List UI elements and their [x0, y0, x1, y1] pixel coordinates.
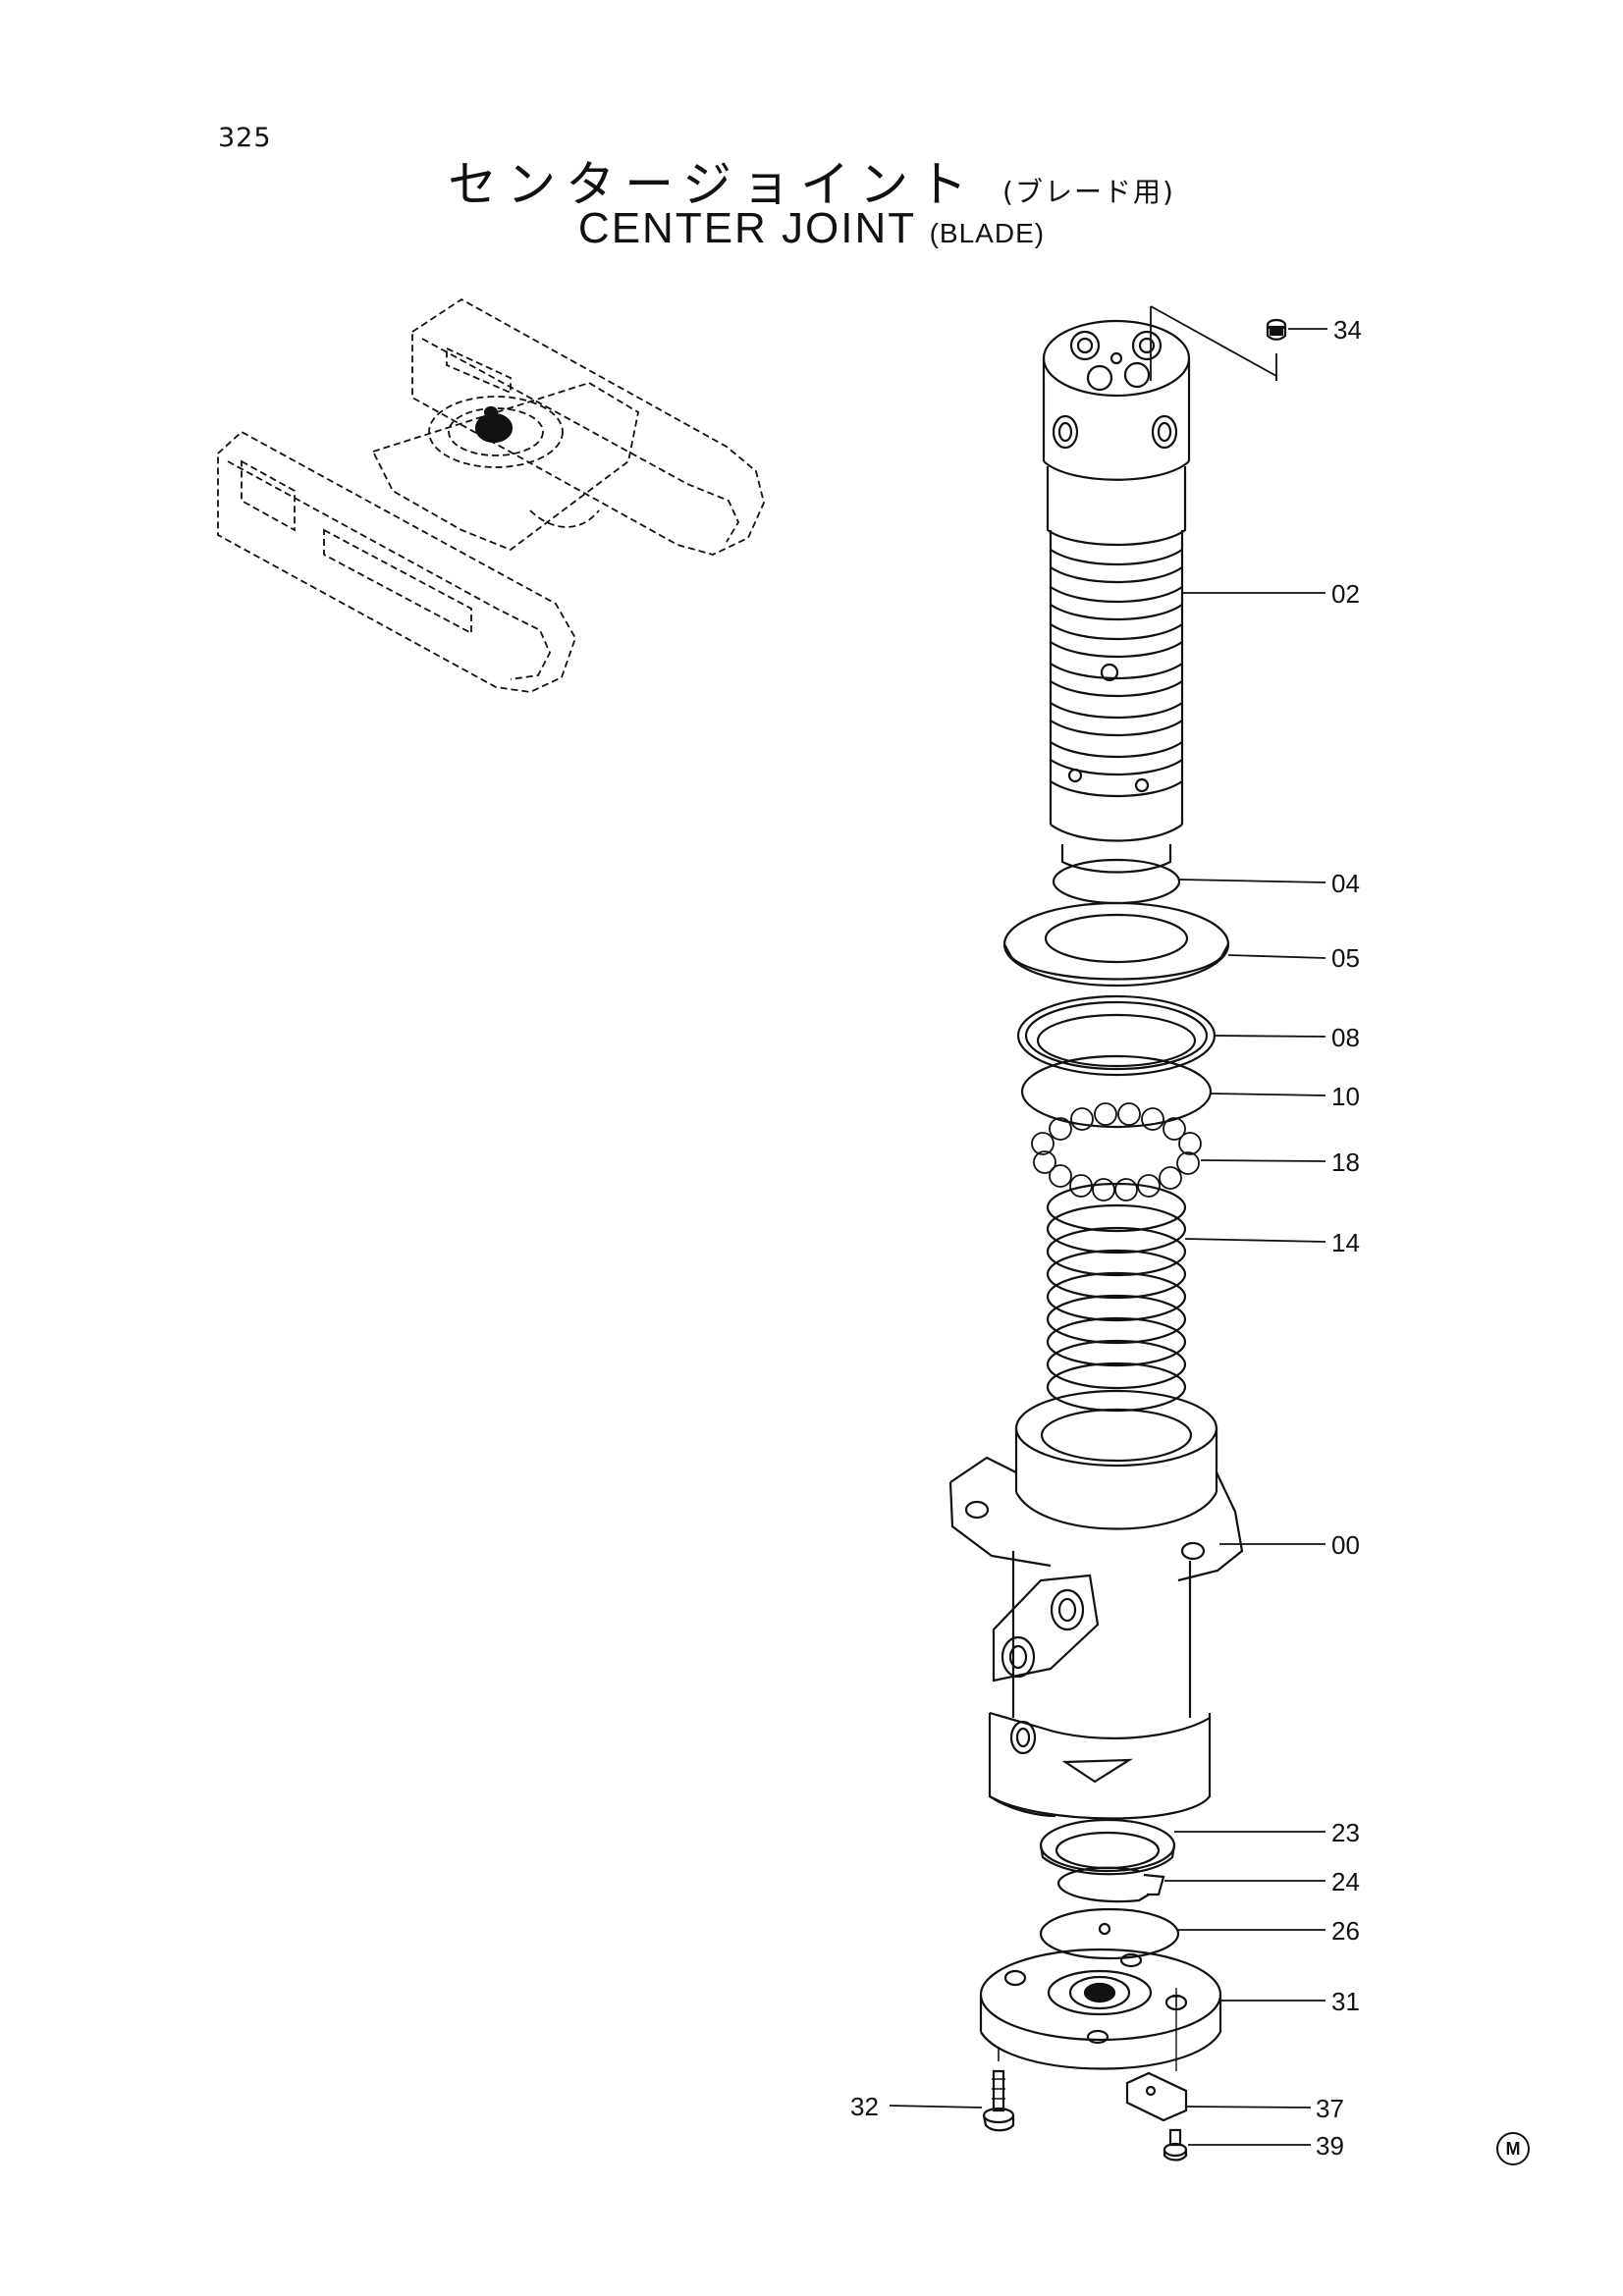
center-joint-marker — [474, 405, 514, 444]
callout-00: 00 — [1331, 1530, 1360, 1560]
part-24-snap-ring — [1056, 1866, 1165, 1903]
callout-18: 18 — [1331, 1148, 1360, 1177]
callout-04: 04 — [1331, 869, 1360, 898]
callout-08: 08 — [1331, 1023, 1360, 1052]
title-english: CENTER JOINT (BLADE) — [0, 204, 1623, 253]
callout-05: 05 — [1331, 943, 1360, 973]
callout-10: 10 — [1331, 1082, 1360, 1111]
callout-37: 37 — [1316, 2094, 1344, 2123]
part-18-balls — [1031, 1102, 1202, 1201]
title-japanese-main: センタージョイント — [448, 156, 978, 213]
part-14-seals — [1046, 1182, 1187, 1413]
callout-34: 34 — [1333, 315, 1362, 345]
part-00-body — [948, 1389, 1244, 1820]
part-23-ring — [1039, 1818, 1176, 1876]
callout-14: 14 — [1331, 1228, 1360, 1257]
callout-26: 26 — [1331, 1916, 1360, 1946]
part-08-seal — [1016, 994, 1217, 1077]
part-31-cover — [979, 1948, 1222, 2070]
part-34-plug — [1266, 318, 1287, 341]
part-37-plate — [1125, 1988, 1188, 2122]
leader-lines — [889, 305, 1327, 2146]
part-10-ring — [1020, 1054, 1213, 1129]
part-04-ring — [1052, 858, 1181, 905]
circled-m-mark: M — [1496, 2132, 1530, 2165]
part-39-screw — [1163, 2128, 1188, 2162]
page-number: 325 — [218, 123, 272, 153]
callout-32: 32 — [850, 2092, 879, 2121]
part-32-bolt — [982, 2047, 1015, 2132]
callout-24: 24 — [1331, 1867, 1360, 1896]
part-02-spindle — [1042, 319, 1191, 874]
callout-31: 31 — [1331, 1987, 1360, 2016]
part-05-cover — [1002, 901, 1230, 988]
callout-39: 39 — [1316, 2131, 1344, 2161]
undercarriage-sketch — [217, 297, 765, 693]
title-japanese: センタージョイント (ブレード用) — [0, 145, 1623, 216]
title-english-sub: (BLADE) — [929, 218, 1046, 248]
title-english-main: CENTER JOINT — [577, 204, 916, 252]
callout-02: 02 — [1331, 579, 1360, 609]
callout-23: 23 — [1331, 1818, 1360, 1847]
title-japanese-sub: (ブレード用) — [1002, 176, 1175, 208]
part-26-ring — [1039, 1907, 1180, 1960]
